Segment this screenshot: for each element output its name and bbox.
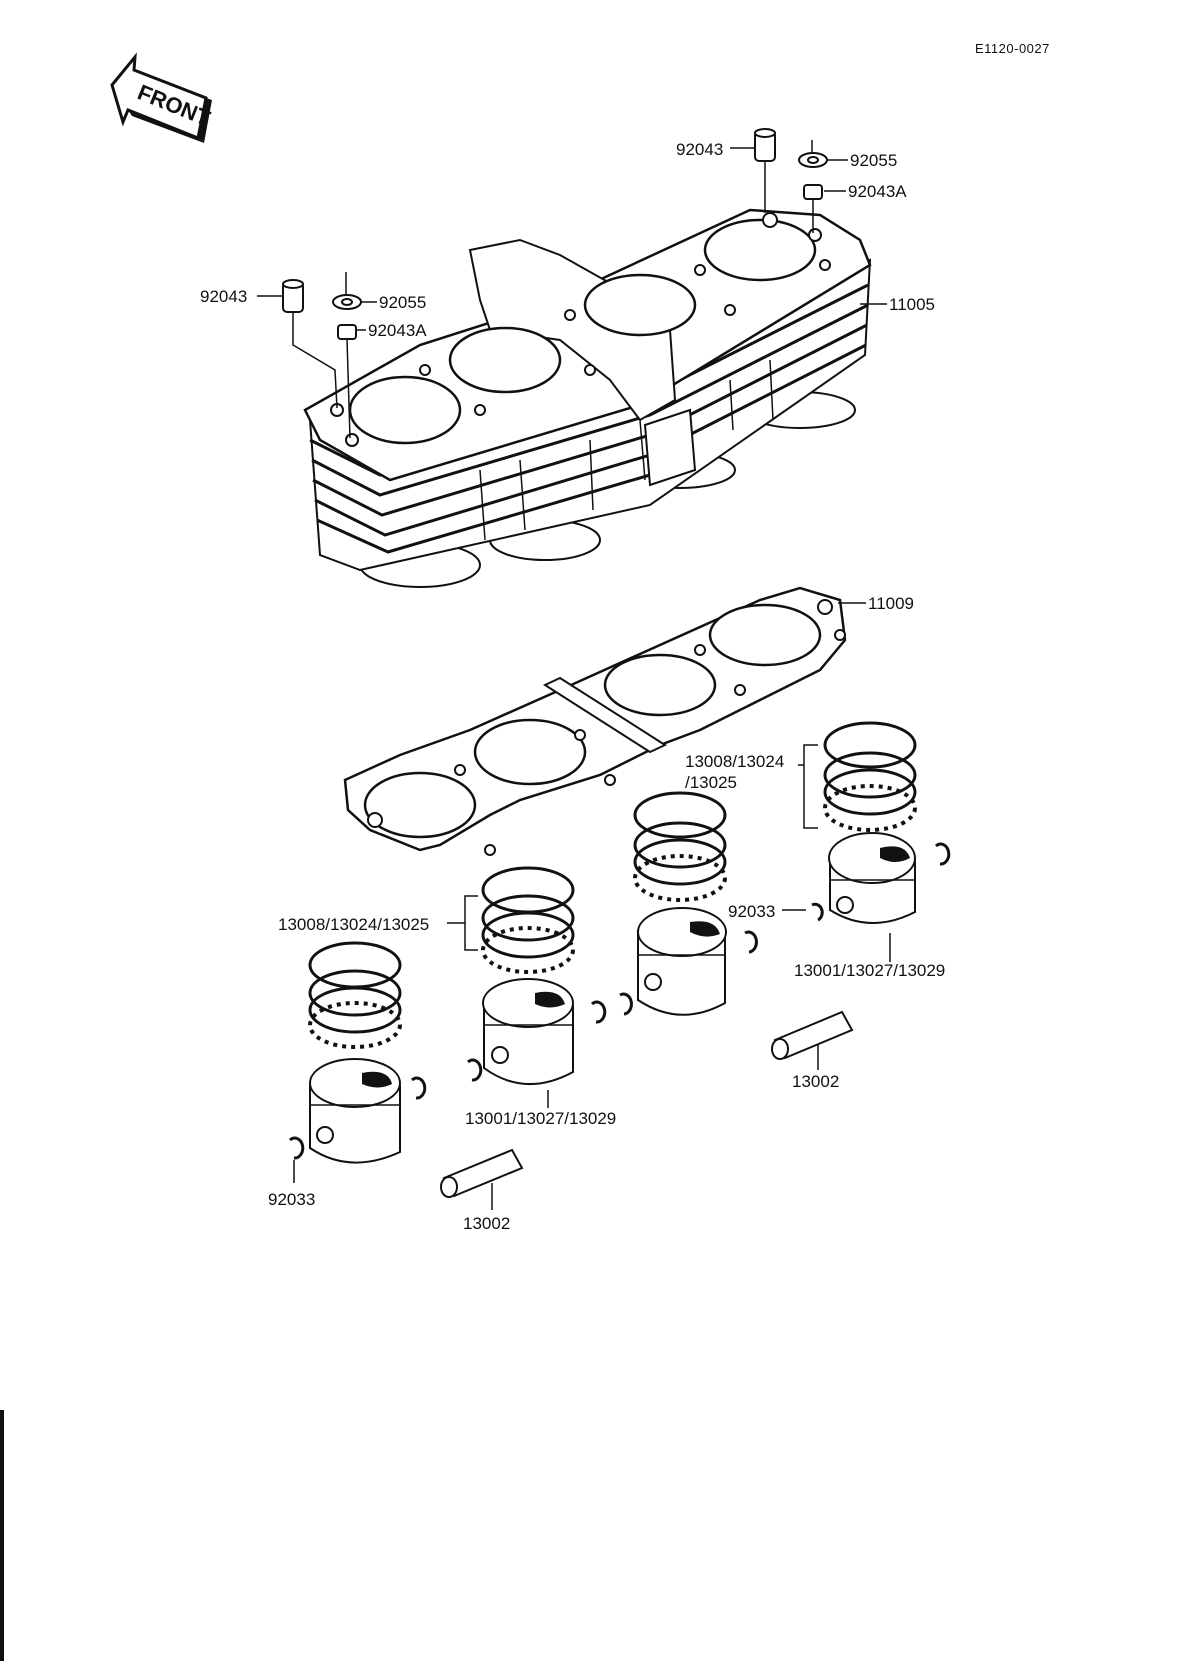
piston-left <box>309 1058 401 1164</box>
label-pin-right: 13002 <box>792 1072 839 1091</box>
label-piston-center: 13001/13027/13029 <box>465 1109 616 1128</box>
dowel-pin-upper <box>754 128 776 213</box>
label-dowel-a-upper: 92043A <box>848 182 907 201</box>
label-pin-left: 13002 <box>463 1214 510 1233</box>
piston-pin-left <box>440 1148 524 1210</box>
piston-right <box>828 832 916 962</box>
label-circlip-right: 92033 <box>728 902 775 921</box>
piston-ring-set-center <box>633 791 727 902</box>
label-head-gasket: 11009 <box>868 594 914 613</box>
front-arrow-icon: FRONT <box>110 52 214 143</box>
piston-center <box>482 978 574 1108</box>
dowel-a-upper <box>803 184 823 233</box>
cylinder-block <box>303 208 872 588</box>
label-rings-upper-line1: 13008/13024 <box>685 752 784 771</box>
washer-upper <box>798 140 828 168</box>
head-gasket <box>343 586 847 856</box>
label-washer-left: 92055 <box>379 293 426 312</box>
dowel-pin-left <box>282 279 338 409</box>
piston-ring-set-right <box>823 721 917 832</box>
label-dowel-a-left: 92043A <box>368 321 427 340</box>
dowel-a-left <box>337 324 357 439</box>
diagram-code: E1120-0027 <box>975 41 1050 56</box>
piston-center-right <box>637 907 727 1016</box>
label-piston-right: 13001/13027/13029 <box>794 961 945 980</box>
label-rings-left: 13008/13024/13025 <box>278 915 429 934</box>
piston-ring-set-left-center <box>481 866 575 974</box>
washer-left <box>332 272 362 310</box>
piston-ring-set-far-left <box>308 941 402 1049</box>
label-washer-upper: 92055 <box>850 151 897 170</box>
label-dowel-pin-upper: 92043 <box>676 140 723 159</box>
label-cylinder-block: 11005 <box>889 295 935 314</box>
label-circlip-left: 92033 <box>268 1190 315 1209</box>
label-dowel-pin-left: 92043 <box>200 287 247 306</box>
piston-pin-right <box>771 1010 854 1070</box>
label-rings-upper-line2: /13025 <box>685 773 737 792</box>
